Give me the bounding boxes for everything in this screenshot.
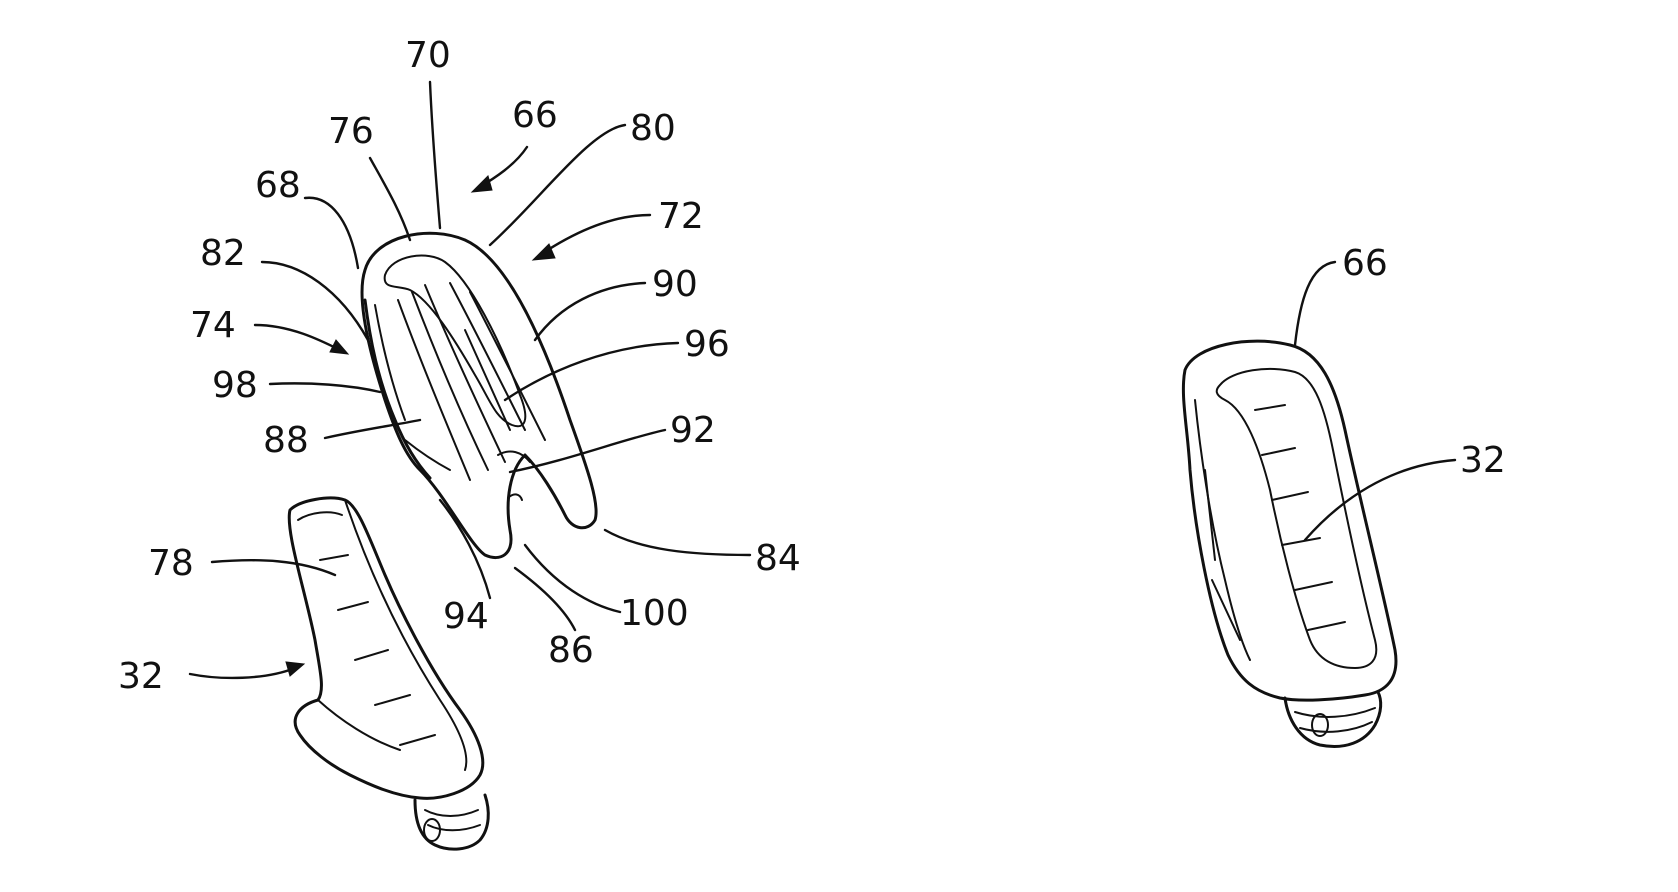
ref-68: 68 [255, 165, 301, 206]
ref-74: 74 [190, 305, 236, 346]
ref-32-assembled: 32 [1460, 440, 1506, 481]
ref-96: 96 [684, 324, 730, 365]
ref-90: 90 [652, 264, 698, 305]
ref-94: 94 [443, 596, 489, 637]
ref-98: 98 [212, 365, 258, 406]
ref-66-assembled: 66 [1342, 243, 1388, 284]
ref-86: 86 [548, 630, 594, 671]
cover-part-exploded [362, 233, 596, 557]
ref-84: 84 [755, 538, 801, 579]
ref-80: 80 [630, 108, 676, 149]
ref-72: 72 [658, 196, 704, 237]
assembled-part [1183, 341, 1396, 746]
ref-92: 92 [670, 410, 716, 451]
ref-76: 76 [328, 111, 374, 152]
ref-78: 78 [148, 543, 194, 584]
ref-32: 32 [118, 656, 164, 697]
ref-100: 100 [620, 593, 689, 634]
ref-82: 82 [200, 233, 246, 274]
ref-88: 88 [263, 420, 309, 461]
ref-70: 70 [405, 35, 451, 76]
ref-66: 66 [512, 95, 558, 136]
core-part-exploded [289, 498, 488, 849]
reference-numerals-right: 66 32 [1342, 243, 1506, 481]
